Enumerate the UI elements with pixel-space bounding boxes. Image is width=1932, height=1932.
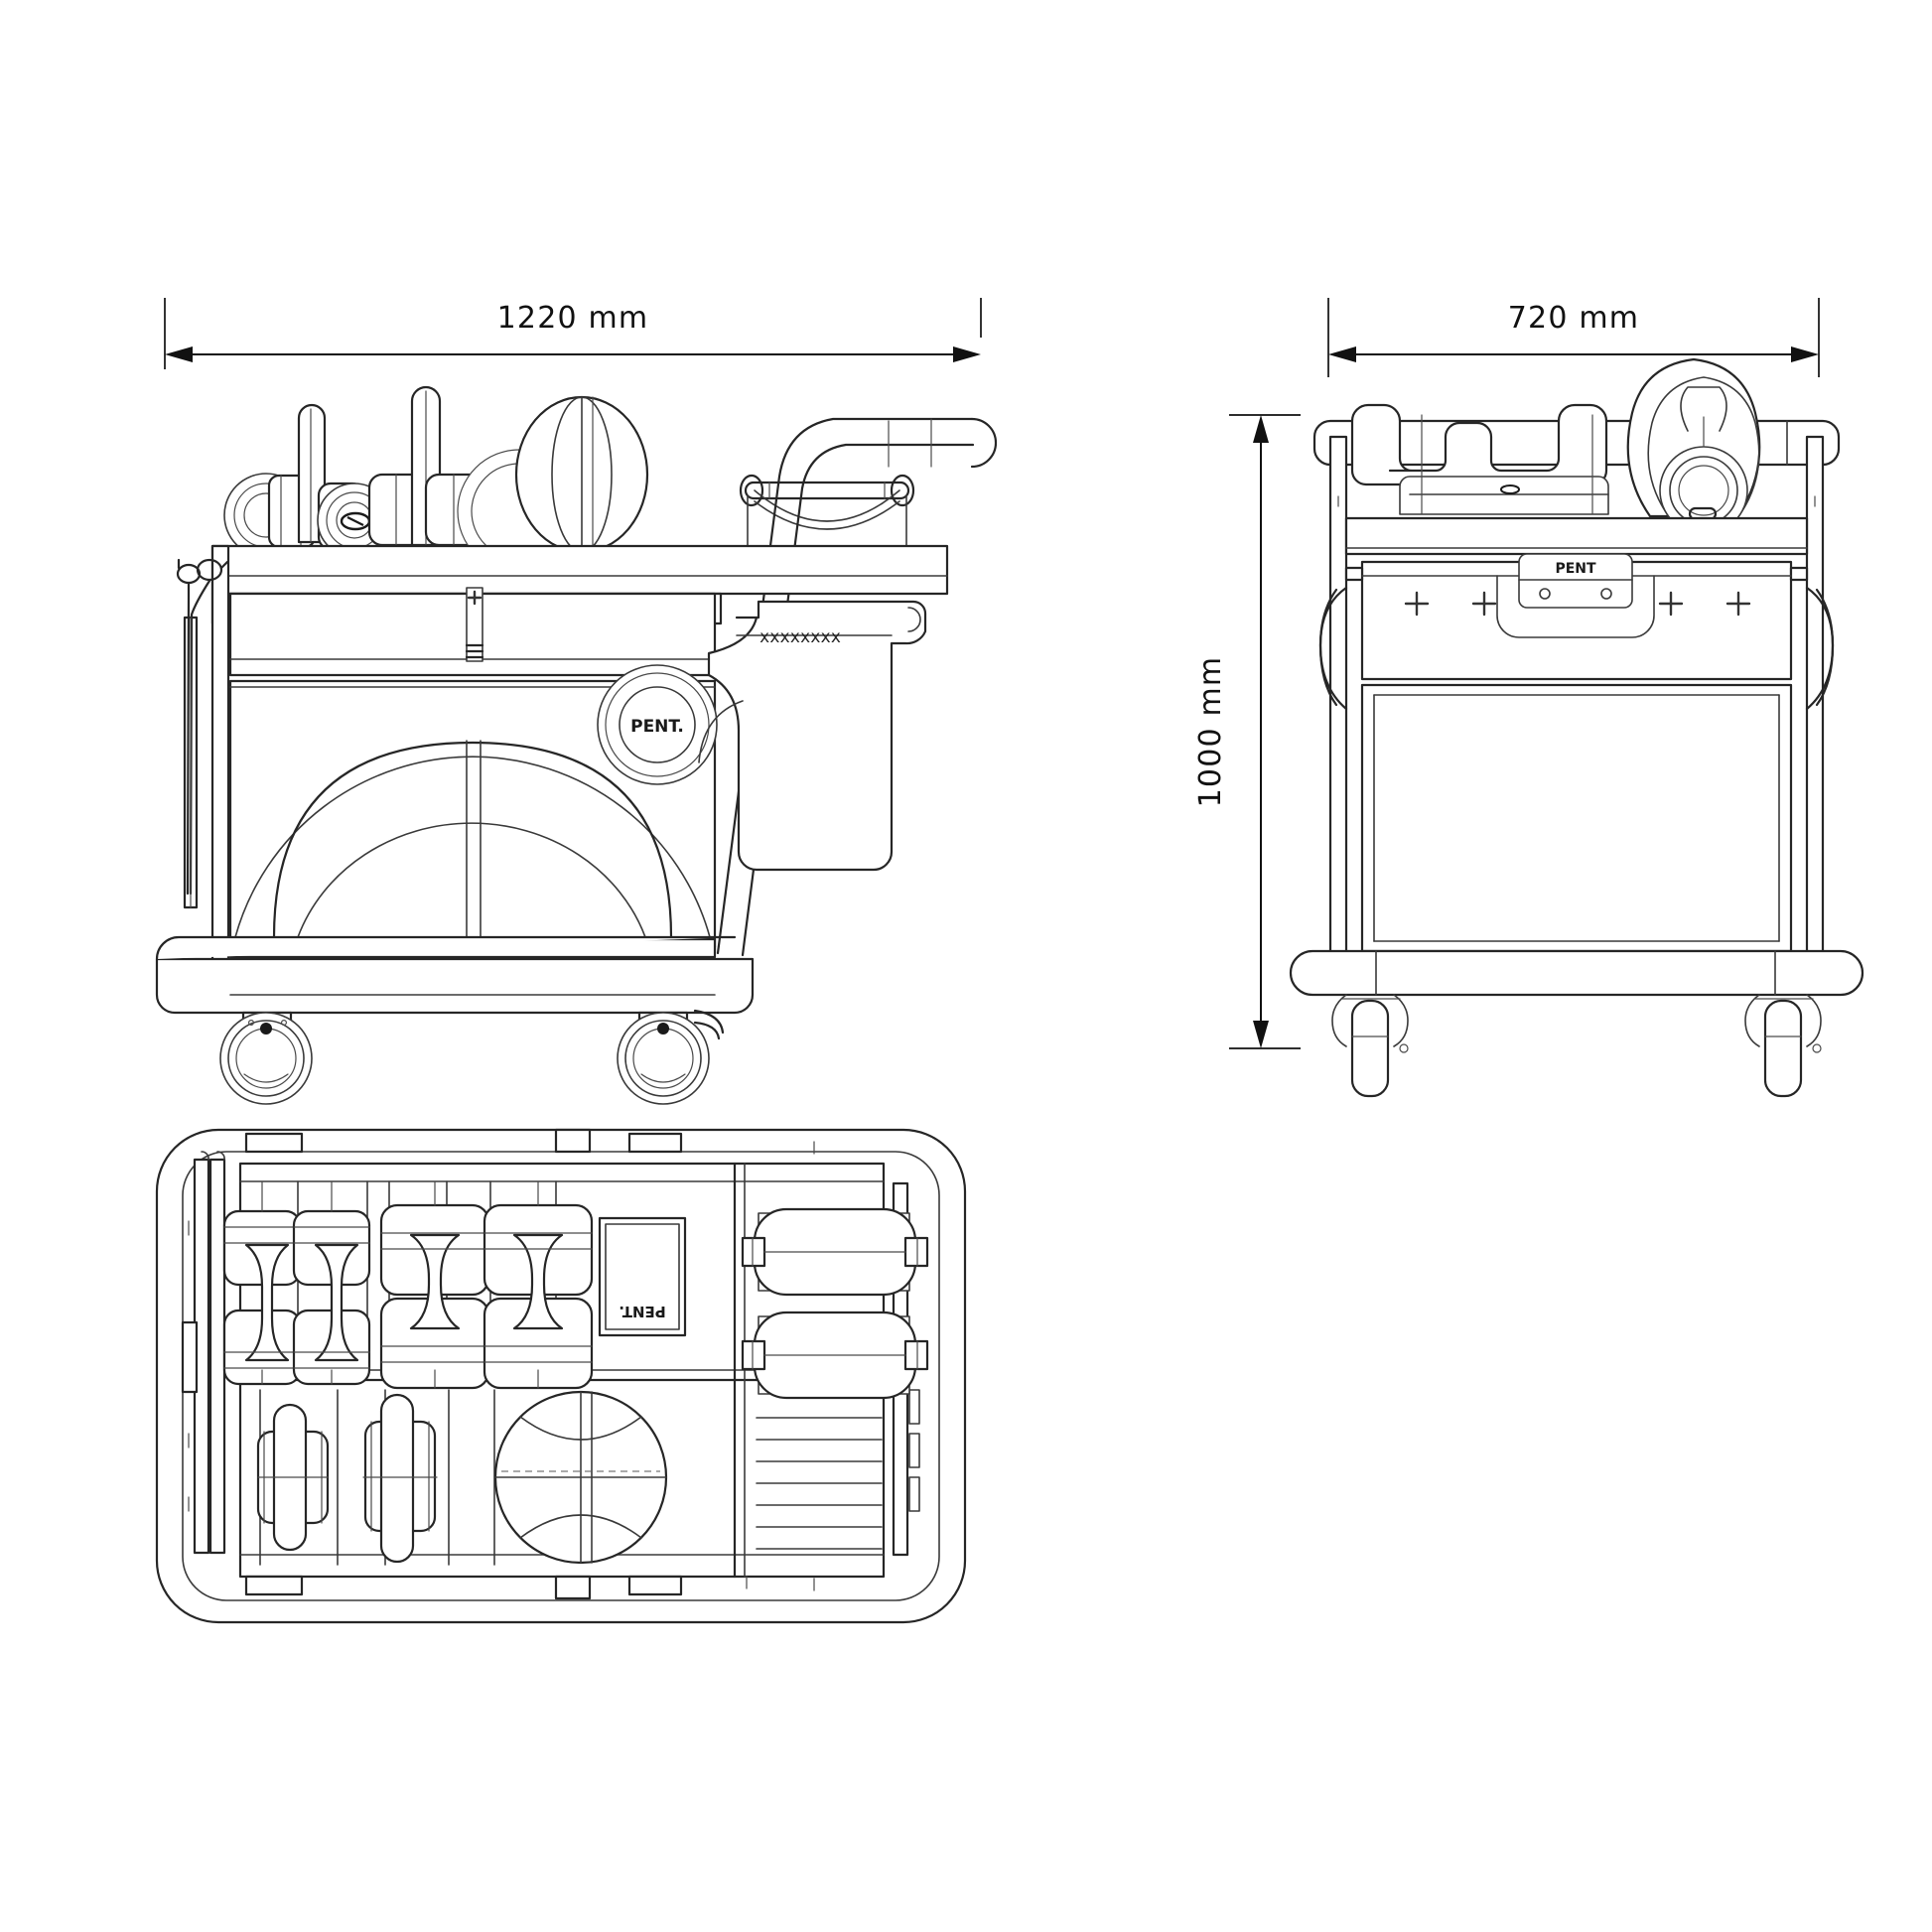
kettlebell-front	[1626, 357, 1761, 535]
side-pouch: xxxxxxxx	[698, 600, 927, 872]
caster-right-front	[1744, 994, 1822, 1098]
drawer-side	[228, 587, 717, 677]
view-plan-top: PENT.	[155, 1128, 967, 1624]
plan-foam-roller-1	[741, 1207, 929, 1297]
push-handle-side	[716, 417, 998, 957]
caster-front-left-side	[219, 1011, 313, 1105]
caster-rear-left-side	[617, 1009, 725, 1105]
dimension-height-1000	[1229, 414, 1301, 1049]
dumbbell-front	[1350, 403, 1609, 515]
side-straps-front	[1318, 586, 1835, 711]
plan-dumbbells	[222, 1180, 594, 1390]
plan-dumbbell-1	[222, 1180, 302, 1386]
front-cabinet-panel	[1360, 683, 1793, 953]
caster-left-front	[1331, 994, 1409, 1098]
view-side-elevation: PENT.	[155, 298, 998, 1105]
dimension-label-height: 1000 mm	[1193, 656, 1228, 808]
front-base-rail	[1289, 949, 1864, 997]
plan-left-hinge	[181, 1151, 226, 1555]
plan-pent-plate: PENT.	[598, 1216, 687, 1337]
dimension-depth-720	[1327, 298, 1820, 377]
plan-dumbbell-3	[379, 1180, 490, 1390]
dimension-label-depth: 720 mm	[1508, 301, 1639, 336]
view-front-elevation: PENT	[1229, 298, 1864, 1098]
foam-roller-side	[739, 474, 915, 557]
pent-badge-side-text: PENT.	[630, 717, 684, 737]
dimension-label-width: 1220 mm	[497, 301, 649, 336]
plan-slat-tray	[756, 1417, 883, 1550]
stitch-seam-text: xxxxxxxx	[759, 627, 841, 647]
top-shelf-equipment-side	[223, 385, 915, 574]
pent-badge-front-text: PENT	[1555, 561, 1596, 577]
plan-foam-rollers	[741, 1207, 929, 1400]
plan-kettlebell-2	[362, 1393, 438, 1564]
dimension-width-1220	[164, 298, 982, 369]
drawer-plus-marks-front	[1404, 591, 1751, 617]
plan-pent-plate-text: PENT.	[619, 1303, 665, 1320]
front-worktop	[1344, 516, 1809, 556]
plan-dumbbell-4	[483, 1180, 594, 1390]
plan-kettlebells	[256, 1389, 495, 1566]
drawer-plus-icon	[467, 590, 483, 606]
jump-rope-side	[176, 558, 229, 909]
plan-dumbbell-2	[292, 1180, 371, 1386]
drawer-front: PENT	[1344, 553, 1809, 681]
medicine-ball-side	[457, 395, 649, 574]
pent-badge-front: PENT	[1496, 553, 1655, 638]
pent-badge-side: PENT.	[597, 664, 718, 785]
cart-body-side: PENT.	[155, 544, 949, 1015]
basketball-side	[234, 740, 711, 939]
plan-kettlebell-1	[256, 1403, 330, 1552]
plan-foam-roller-2	[741, 1311, 929, 1400]
plan-basketball	[493, 1390, 668, 1565]
